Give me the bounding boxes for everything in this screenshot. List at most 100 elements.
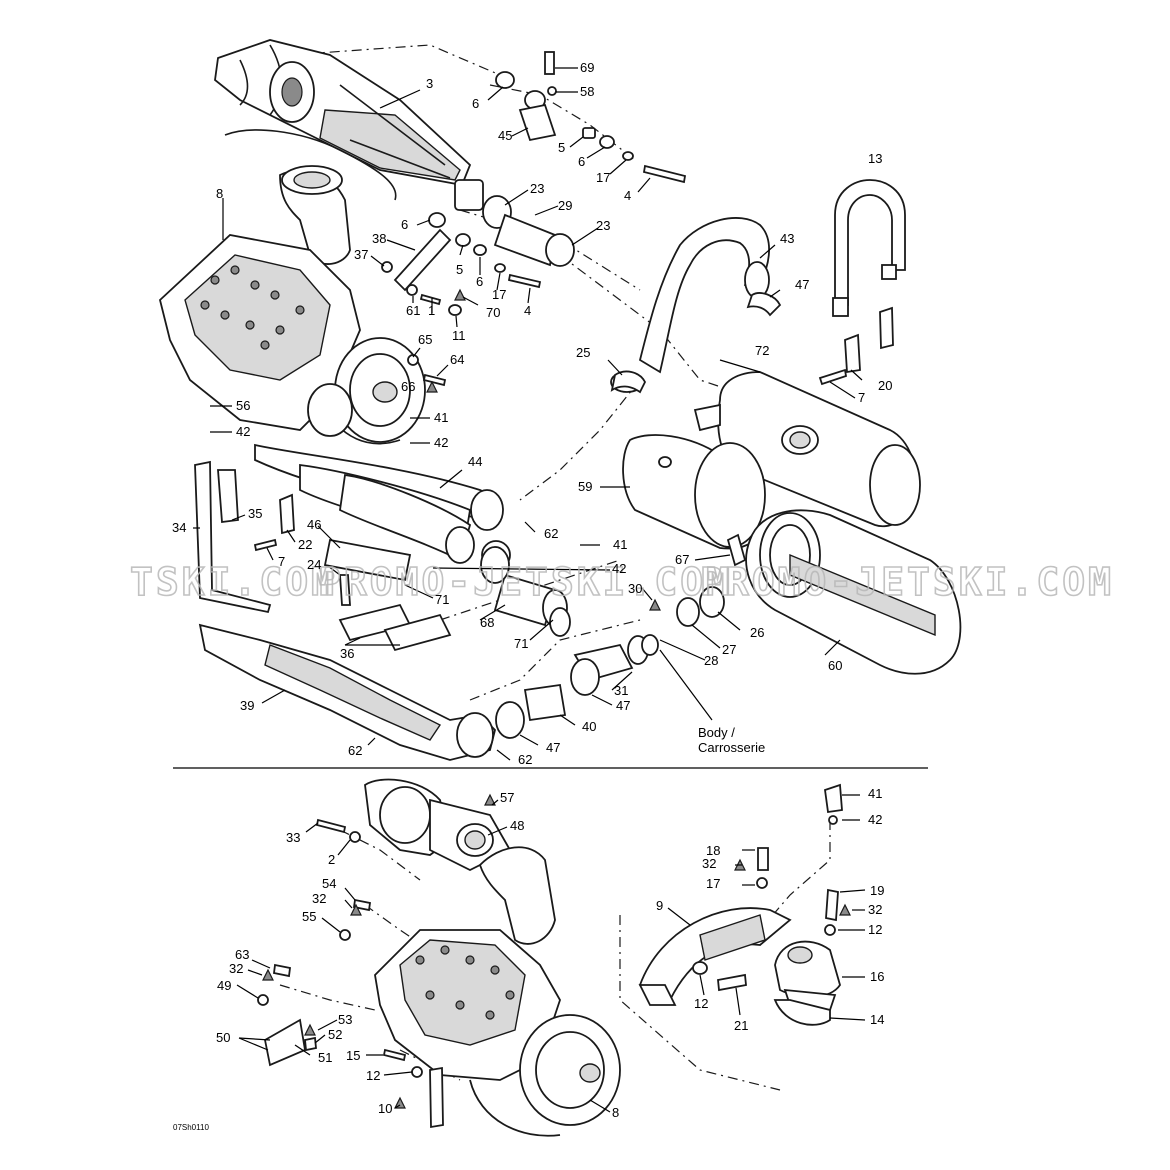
lower-callout-17: 17 — [706, 876, 720, 891]
upper-callout-47: 47 — [616, 698, 630, 713]
lower-hardware — [257, 793, 496, 1129]
lower-callout-18: 18 — [706, 843, 720, 858]
upper-callout-30: 30 — [628, 581, 642, 596]
muffler — [693, 371, 921, 528]
upper-callout-65: 65 — [418, 332, 432, 347]
upper-callout-41: 41 — [434, 410, 448, 425]
upper-callout-5: 5 — [558, 140, 565, 155]
lower-callout-41: 41 — [868, 786, 882, 801]
cylinder-manifold-lower — [364, 778, 556, 945]
upper-callout-59: 59 — [578, 479, 592, 494]
upper-callout-71: 71 — [514, 636, 528, 651]
upper-hardware — [381, 51, 687, 393]
expansion-chamber — [214, 39, 484, 211]
upper-callout-5: 5 — [456, 262, 463, 277]
lower-callout-53: 53 — [338, 1012, 352, 1027]
upper-callout-4: 4 — [524, 303, 531, 318]
callout-leaders-lower — [236, 794, 866, 1113]
foam-pads — [323, 538, 452, 652]
resonator — [622, 434, 766, 550]
svg-text:Body /: Body / — [698, 725, 735, 740]
upper-callout-36: 36 — [340, 646, 354, 661]
upper-callout-62: 62 — [518, 752, 532, 767]
upper-callout-6: 6 — [578, 154, 585, 169]
upper-callout-62: 62 — [544, 526, 558, 541]
upper-callout-4: 4 — [624, 188, 631, 203]
upper-callout-62: 62 — [348, 743, 362, 758]
heat-shield — [638, 907, 792, 1006]
drawing-code: 07Sh0110 — [173, 1123, 209, 1132]
upper-callout-22: 22 — [298, 537, 312, 552]
upper-callout-20: 20 — [878, 378, 892, 393]
lower-callout-32: 32 — [868, 902, 882, 917]
callout-leaders — [193, 67, 863, 761]
upper-callout-42: 42 — [612, 561, 626, 576]
lower-callout-12: 12 — [366, 1068, 380, 1083]
upper-callout-17: 17 — [596, 170, 610, 185]
watermark: TSKI.COM PROMO-JETSKI.COM PROMO-JETSKI.C… — [129, 559, 1114, 605]
upper-callout-42: 42 — [236, 424, 250, 439]
upper-callout-45: 45 — [498, 128, 512, 143]
upper-callout-43: 43 — [780, 231, 794, 246]
upper-callout-34: 34 — [172, 520, 186, 535]
exhaust-manifold — [279, 165, 351, 265]
upper-callout-47: 47 — [546, 740, 560, 755]
lower-callout-63: 63 — [235, 947, 249, 962]
upper-callout-71: 71 — [435, 592, 449, 607]
exhaust-pipes — [254, 443, 511, 570]
upper-callout-23: 23 — [530, 181, 544, 196]
lower-callout-42: 42 — [868, 812, 882, 827]
upper-callout-24: 24 — [307, 557, 321, 572]
retaining-strap — [818, 179, 906, 386]
lower-chamber — [198, 623, 496, 761]
svg-text:PROMO-JETSKI.COM: PROMO-JETSKI.COM — [318, 560, 732, 604]
lower-callout-32: 32 — [312, 891, 326, 906]
body-note: Body / Carrosserie — [698, 725, 765, 755]
svg-text:TSKI.COM: TSKI.COM — [130, 560, 337, 604]
upper-callout-3: 3 — [426, 76, 433, 91]
lower-callout-52: 52 — [328, 1027, 342, 1042]
water-tank — [745, 509, 962, 675]
lower-callout-12: 12 — [694, 996, 708, 1011]
svg-text:PROMO-JETSKI.COM: PROMO-JETSKI.COM — [700, 560, 1114, 604]
upper-callout-42: 42 — [434, 435, 448, 450]
upper-callout-67: 67 — [675, 552, 689, 567]
upper-callout-13: 13 — [868, 151, 882, 166]
upper-callout-66: 66 — [401, 379, 415, 394]
upper-callout-46: 46 — [307, 517, 321, 532]
upper-callout-8: 8 — [216, 186, 223, 201]
cylinder-head-studs — [200, 265, 305, 350]
lower-callout-33: 33 — [286, 830, 300, 845]
lower-callout-2: 2 — [328, 852, 335, 867]
lower-callout-55: 55 — [302, 909, 316, 924]
engine-mount — [734, 783, 851, 1026]
hose-clamp-set — [480, 533, 747, 739]
lower-callout-10: 10 — [378, 1101, 392, 1116]
side-bracket — [194, 460, 295, 614]
lower-callout-19: 19 — [870, 883, 884, 898]
lower-callout-51: 51 — [318, 1050, 332, 1065]
upper-callout-23: 23 — [596, 218, 610, 233]
upper-callout-68: 68 — [480, 615, 494, 630]
lower-callout-8: 8 — [612, 1105, 619, 1120]
upper-callout-7: 7 — [858, 390, 865, 405]
upper-callout-39: 39 — [240, 698, 254, 713]
upper-callout-26: 26 — [750, 625, 764, 640]
upper-callout-37: 37 — [354, 247, 368, 262]
upper-callout-60: 60 — [828, 658, 842, 673]
upper-callout-70: 70 — [486, 305, 500, 320]
upper-callout-7: 7 — [278, 554, 285, 569]
lower-callout-14: 14 — [870, 1012, 884, 1027]
upper-callout-40: 40 — [582, 719, 596, 734]
lower-callout-49: 49 — [217, 978, 231, 993]
upper-callout-47: 47 — [795, 277, 809, 292]
upper-callout-72: 72 — [755, 343, 769, 358]
chamber-shadow-outline — [224, 129, 397, 201]
lower-callout-50: 50 — [216, 1030, 230, 1045]
lower-callout-32: 32 — [702, 856, 716, 871]
lower-callout-57: 57 — [500, 790, 514, 805]
upper-callout-1: 1 — [428, 303, 435, 318]
